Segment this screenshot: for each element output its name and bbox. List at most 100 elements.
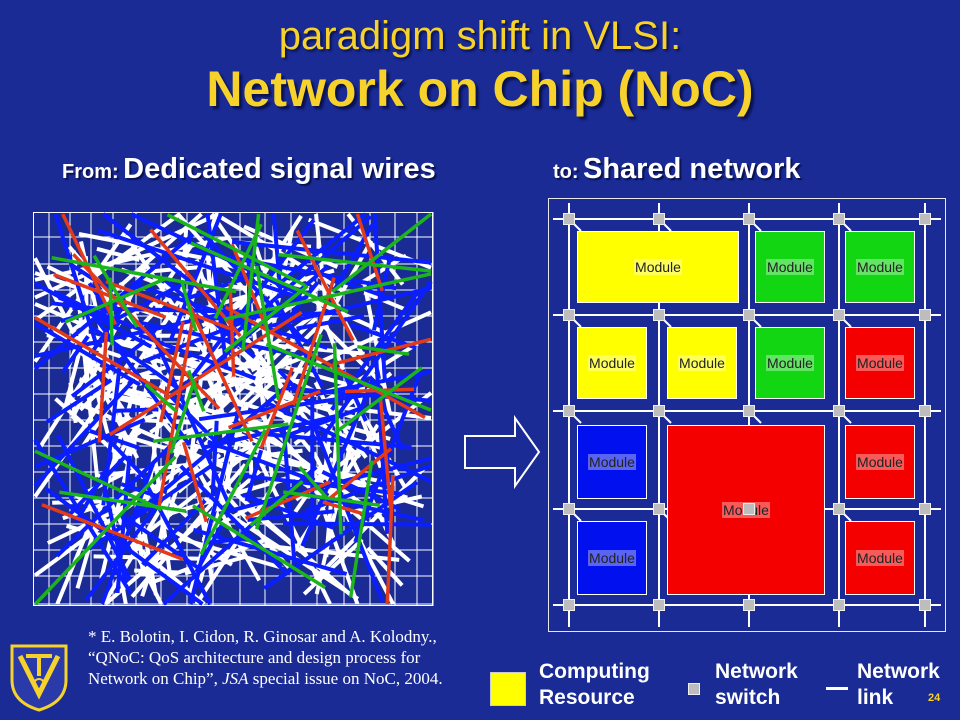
signal-wire [179,279,198,332]
signal-wire [55,434,182,558]
signal-wire [296,314,365,331]
signal-wire [203,412,344,450]
legend-link-icon [826,687,848,690]
network-switch [743,599,755,611]
signal-wire [97,331,109,443]
signal-wire [33,321,141,387]
to-heading: to: Shared network [553,153,801,186]
module-3: Module [845,231,915,303]
legend-link-line1: Network [857,660,940,683]
signal-wire [265,342,432,412]
legend-network-link: Network link [857,659,940,711]
signal-wire [84,498,164,602]
signal-wire [274,299,324,388]
legend-network-switch: Network switch [715,659,798,711]
signal-wire [371,256,393,331]
signal-wire [378,399,393,509]
network-switch [743,503,755,515]
signal-wire [331,212,433,294]
technion-logo-icon [10,644,68,712]
signal-wire [321,403,432,420]
module-10: Module [845,425,915,499]
legend-computing-resource: Computing Resource [539,659,650,711]
module-label: Module [588,454,636,470]
signal-wire [33,438,133,594]
signal-wire [228,283,236,377]
signal-wire [241,213,261,351]
signal-wire [34,316,170,397]
signal-wire [33,223,133,363]
signal-wire [33,358,134,498]
page-number: 24 [928,692,941,704]
legend-computing-line2: Resource [539,686,635,709]
legend-computing-swatch [490,672,526,706]
signal-wire [321,323,387,388]
signal-wire [64,276,168,324]
signal-wire [254,333,323,530]
module-label: Module [856,454,904,470]
module-7: Module [845,327,915,399]
legend-computing-line1: Computing [539,660,650,683]
signal-wire [108,277,114,346]
signal-wire [152,422,289,444]
from-text: Dedicated signal wires [123,153,436,185]
signal-wire [312,424,385,603]
signal-wire [101,432,147,480]
signal-wire [213,223,263,320]
network-switch [743,405,755,417]
network-switch [833,405,845,417]
signal-wire [158,321,185,423]
network-switch [833,213,845,225]
signal-wire [105,279,231,331]
signal-wire [240,357,294,389]
network-switch [743,309,755,321]
network-switch [563,213,575,225]
module-label: Module [678,355,726,371]
signal-wire [34,449,163,512]
signal-wire [302,538,364,596]
signal-wire [45,378,113,424]
from-heading: From: Dedicated signal wires [62,153,436,186]
signal-wire [223,284,309,353]
signal-wire [96,246,140,262]
signal-wire [33,464,185,578]
signal-wire [89,429,140,450]
legend-switch-line1: Network [715,660,798,683]
signal-wire [348,460,374,598]
network-switch [919,405,931,417]
network-switch [743,213,755,225]
module-1: Module [577,231,739,303]
signal-wire [223,272,432,322]
legend-switch-line2: switch [715,686,781,709]
signal-wire [168,213,223,341]
to-text: Shared network [583,153,801,185]
signal-wire [165,525,233,567]
signal-wire [156,318,195,510]
signal-wire [53,213,99,346]
signal-wire [207,439,308,481]
signal-wire [148,328,234,511]
signal-wire [99,471,128,584]
signal-wire [289,280,320,318]
signal-wire [295,229,355,342]
signal-wire [249,479,304,527]
signal-wire [332,343,343,535]
module-8: Module [577,425,647,499]
network-switch [653,503,665,515]
signal-wire [34,455,177,606]
slide-title-line2: Network on Chip (NoC) [206,61,754,117]
module-label: Module [856,550,904,566]
citation-text: * E. Bolotin, I. Cidon, R. Ginosar and A… [88,627,443,688]
signal-wire [51,255,237,294]
legend-switch-icon [688,683,700,695]
module-5: Module [667,327,737,399]
module-label: Module [766,355,814,371]
to-prefix: to: [553,161,579,183]
network-switch [919,599,931,611]
signal-wire [194,523,224,574]
signal-wire [366,546,404,587]
module-label: Module [766,259,814,275]
signal-wire [296,310,432,374]
signal-wire [269,286,432,329]
